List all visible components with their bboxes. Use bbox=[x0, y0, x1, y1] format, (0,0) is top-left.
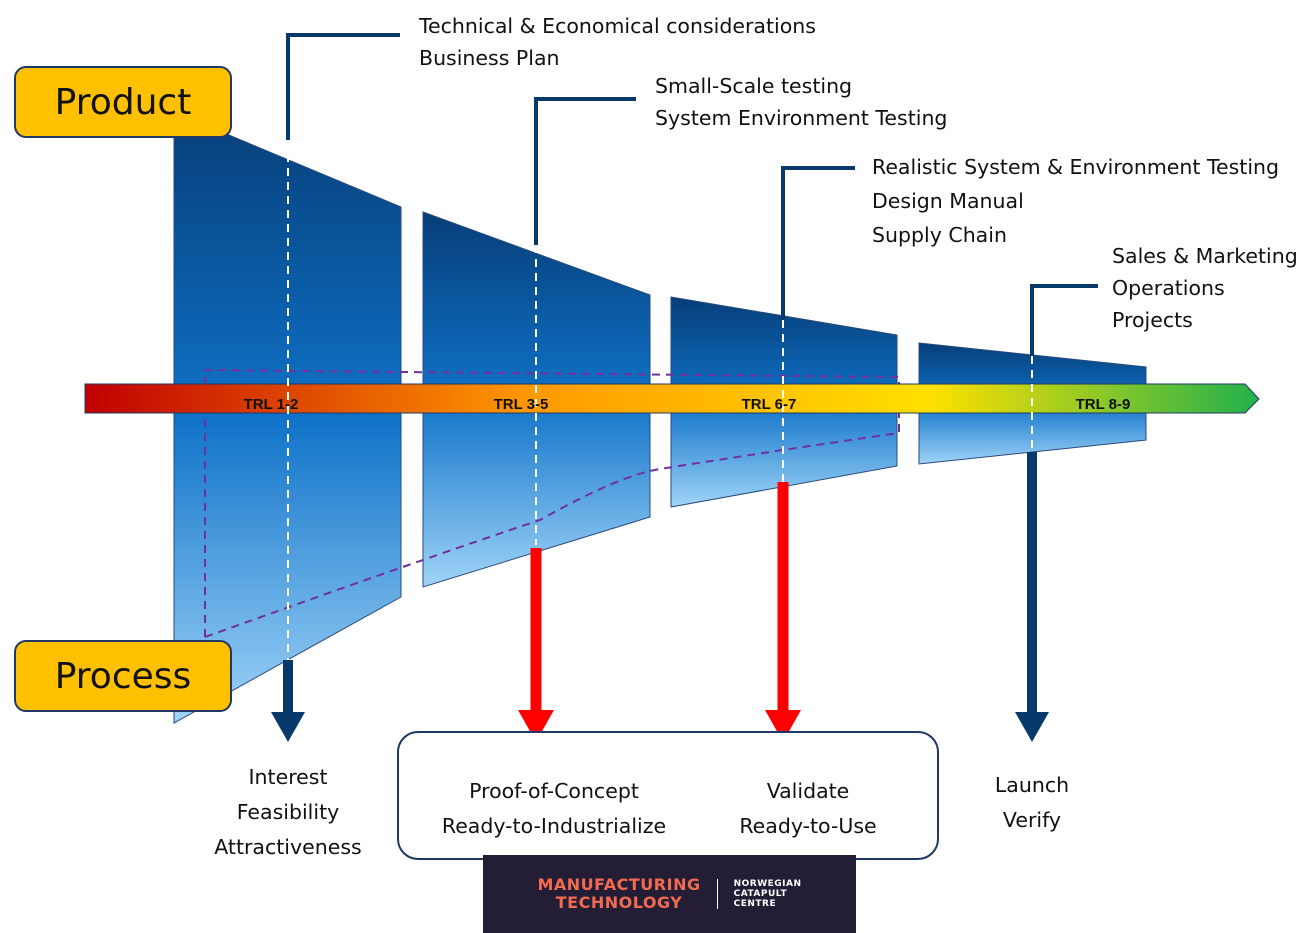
stage-1-notes: Technical & Economical considerations Bu… bbox=[419, 10, 816, 74]
stage-3-note: Design Manual bbox=[872, 189, 1024, 213]
outcome-item: Validate bbox=[766, 779, 850, 803]
stage-2-arrow-head bbox=[518, 710, 554, 742]
stage-3-arrow-head bbox=[765, 710, 801, 742]
trl-label-3: TRL 6-7 bbox=[741, 396, 797, 413]
manufacturing-technology-logo: MANUFACTURING TECHNOLOGY NORWEGIAN CATAP… bbox=[483, 855, 856, 933]
outcome-item: Attractiveness bbox=[214, 835, 362, 859]
outcome-item: Interest bbox=[248, 765, 328, 789]
logo-line-2: TECHNOLOGY bbox=[555, 893, 683, 912]
stage-4-outcomes: Launch Verify bbox=[962, 768, 1102, 838]
trl-arrow-bar bbox=[84, 383, 1260, 414]
logo-org-line-1: NORWEGIAN bbox=[733, 879, 802, 889]
product-dashed-curve bbox=[204, 368, 900, 637]
logo-org-line-2: CATAPULT bbox=[733, 889, 788, 899]
stage-4-note: Operations bbox=[1112, 276, 1225, 300]
outcome-item: Proof-of-Concept bbox=[469, 779, 639, 803]
stage-2-note: Small-Scale testing bbox=[655, 74, 853, 98]
stage-3-note: Supply Chain bbox=[872, 223, 1007, 247]
process-label: Process bbox=[54, 655, 192, 697]
outcome-item: Ready-to-Use bbox=[739, 814, 877, 838]
logo-line-1: MANUFACTURING bbox=[537, 875, 701, 894]
stage-3-leader-line bbox=[781, 166, 855, 320]
outcome-item: Ready-to-Industrialize bbox=[441, 814, 667, 838]
trl-label-2: TRL 3-5 bbox=[493, 396, 549, 413]
stage-4-arrow-head bbox=[1015, 712, 1049, 742]
stage-2-notes: Small-Scale testing System Environment T… bbox=[655, 70, 947, 134]
outcome-item: Feasibility bbox=[236, 800, 340, 824]
stage-1-arrow-head bbox=[271, 712, 305, 742]
stage-2-outcomes: Proof-of-Concept Ready-to-Industrialize bbox=[414, 774, 694, 844]
logo-wordmark: MANUFACTURING TECHNOLOGY bbox=[537, 876, 700, 912]
stage-4-note: Projects bbox=[1112, 308, 1193, 332]
stage-3-notes: Realistic System & Environment Testing D… bbox=[872, 150, 1279, 252]
trl-label-4: TRL 8-9 bbox=[1075, 396, 1131, 413]
stage-1-note: Business Plan bbox=[419, 46, 560, 70]
funnel-stage-1 bbox=[173, 111, 402, 724]
stage-2-leader-line bbox=[534, 97, 636, 245]
stage-3-outcomes: Validate Ready-to-Use bbox=[708, 774, 908, 844]
logo-org-line-3: CENTRE bbox=[733, 899, 777, 909]
product-label: Product bbox=[54, 81, 192, 123]
trl-label-1: TRL 1-2 bbox=[243, 396, 299, 413]
logo-divider bbox=[716, 879, 718, 909]
stage-4-notes: Sales & Marketing Operations Projects bbox=[1112, 240, 1298, 336]
stage-4-leader-line bbox=[1030, 284, 1098, 356]
stage-2-note: System Environment Testing bbox=[655, 106, 948, 130]
stage-1-outcomes: Interest Feasibility Attractiveness bbox=[188, 760, 388, 865]
stage-4-note: Sales & Marketing bbox=[1112, 244, 1298, 268]
product-label-box: Product bbox=[14, 66, 232, 138]
stage-1-leader-line bbox=[286, 33, 400, 140]
process-label-box: Process bbox=[14, 640, 232, 712]
stage-1-note: Technical & Economical considerations bbox=[419, 14, 816, 38]
outcome-item: Verify bbox=[1002, 808, 1062, 832]
stage-3-note: Realistic System & Environment Testing bbox=[872, 155, 1280, 179]
logo-organization: NORWEGIAN CATAPULT CENTRE bbox=[734, 879, 802, 909]
outcome-item: Launch bbox=[994, 773, 1070, 797]
